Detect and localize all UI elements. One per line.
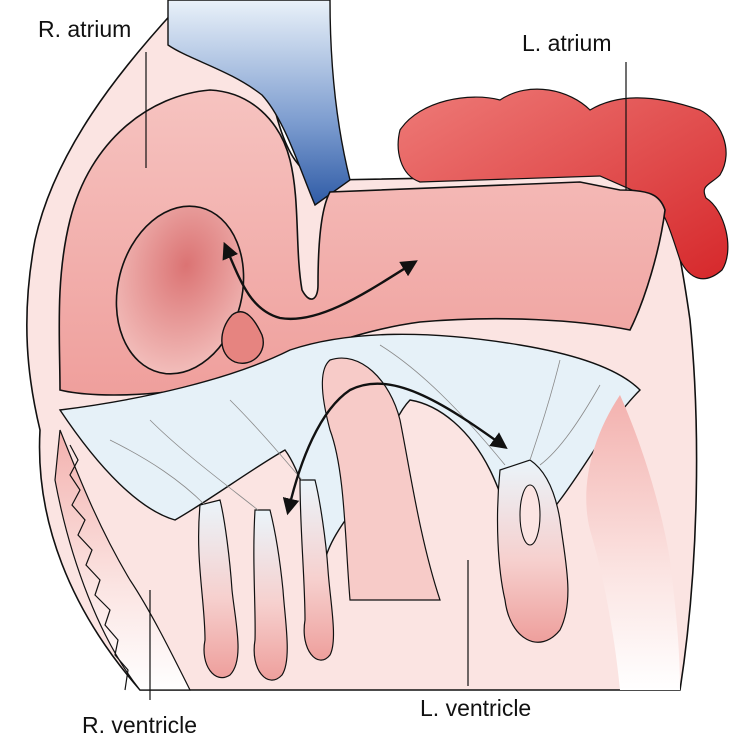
papillary-muscle (520, 485, 540, 545)
right-ventricle-label: R. ventricle (82, 714, 197, 737)
right-atrium-label: R. atrium (38, 18, 131, 41)
left-ventricle-label: L. ventricle (420, 697, 531, 720)
left-atrium-label: L. atrium (522, 32, 611, 55)
